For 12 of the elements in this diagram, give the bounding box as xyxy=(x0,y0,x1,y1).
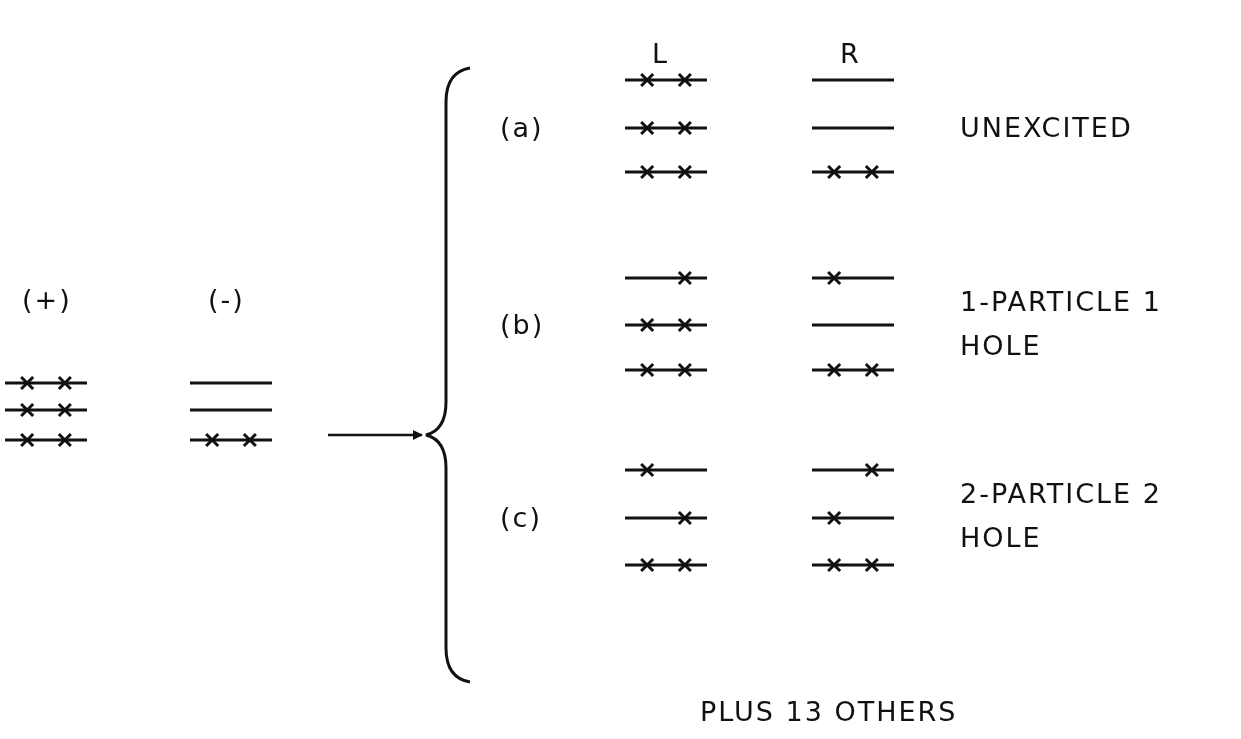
row-label: (c) xyxy=(500,501,542,535)
column-label: L xyxy=(652,37,670,71)
state-label: 1-PARTICLE 1 HOLE xyxy=(960,285,1163,363)
state-label: 2-PARTICLE 2 HOLE xyxy=(960,477,1163,555)
parity-label: (+) xyxy=(22,283,72,317)
row-label: (b) xyxy=(500,308,545,342)
parity-label: (-) xyxy=(208,283,245,317)
arrow xyxy=(328,430,423,440)
row-label: (a) xyxy=(500,111,544,145)
column-label: R xyxy=(840,37,861,71)
state-label: UNEXCITED xyxy=(960,111,1133,145)
note: PLUS 13 OTHERS xyxy=(700,695,958,729)
